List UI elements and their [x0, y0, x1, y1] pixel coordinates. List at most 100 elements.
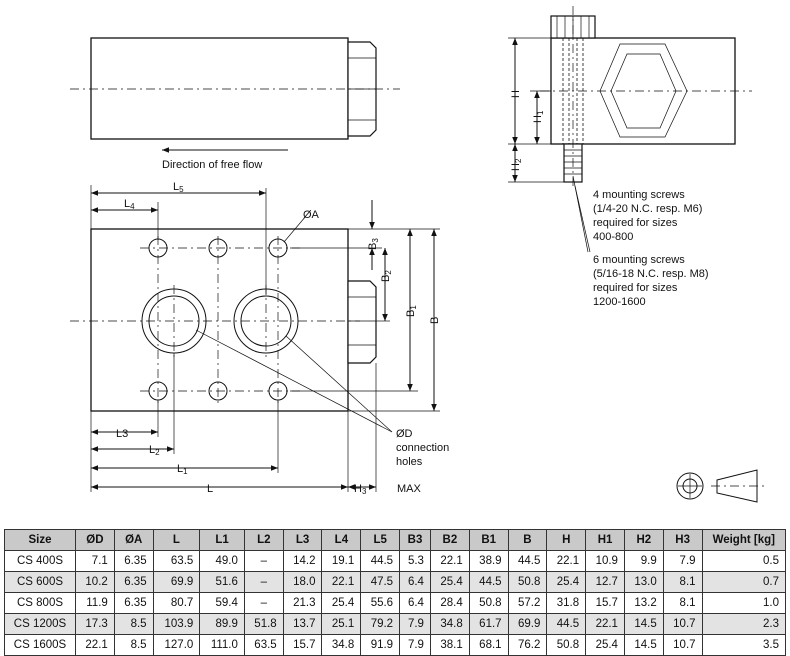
table-cell: 8.5 [113, 613, 154, 635]
table-cell: 44.5 [507, 550, 548, 572]
table-cell: 57.2 [507, 592, 548, 614]
symbol-circle [676, 472, 704, 500]
dim-L5: L5 [173, 181, 184, 194]
table-cell: 51.8 [243, 613, 284, 635]
table-cell: 38.9 [468, 550, 509, 572]
hex-face [599, 43, 688, 138]
table-cell: 18.0 [282, 571, 323, 593]
table-cell: 76.2 [507, 634, 548, 656]
dim-L3: L3 [116, 428, 128, 440]
table-cell: CS 400S [4, 550, 76, 572]
table-cell: 34.8 [321, 634, 362, 656]
dim-B2: B2 [380, 270, 393, 282]
col-header: B3 [399, 529, 431, 551]
table-cell: 17.3 [75, 613, 115, 635]
table-cell: 14.5 [623, 634, 664, 656]
table-cell: 25.1 [321, 613, 362, 635]
table-cell: 63.5 [152, 550, 201, 572]
technical-drawing: Direction of free flow H H1 H2 [70, 6, 766, 503]
col-header: L [152, 529, 201, 551]
table-cell: 28.4 [429, 592, 470, 614]
table-cell: 6.35 [113, 550, 154, 572]
table-cell: 6.4 [399, 592, 431, 614]
table-cell: 103.9 [152, 613, 201, 635]
col-header: H3 [662, 529, 703, 551]
col-header: L1 [199, 529, 245, 551]
table-cell: 44.5 [468, 571, 509, 593]
spec-table: Size ØD ØA L L1 L2 L3 L4 L5 B3 B2 B1 B H… [4, 529, 787, 656]
dim-B3: B3 [367, 238, 380, 250]
col-header: ØD [75, 529, 115, 551]
table-cell: 0.7 [701, 571, 787, 593]
col-header: L2 [243, 529, 284, 551]
table-cell: 6.35 [113, 592, 154, 614]
col-header: B1 [468, 529, 509, 551]
dim-B1: B1 [405, 305, 418, 317]
table-cell: 50.8 [546, 634, 587, 656]
dim-L1: L1 [177, 463, 188, 476]
table-cell: 22.1 [75, 634, 115, 656]
mounting-hole [268, 238, 288, 258]
col-header: H [546, 529, 587, 551]
table-cell: 49.0 [199, 550, 245, 572]
dim-L2: L2 [149, 444, 160, 457]
side-view: H H1 H2 4 mounting screws (1/4-20 N.C. r… [508, 6, 752, 308]
table-cell: 5.3 [399, 550, 431, 572]
table-cell: CS 1200S [4, 613, 76, 635]
table-cell: 79.2 [360, 613, 401, 635]
table-cell: 13.2 [623, 592, 664, 614]
table-cell: 22.1 [546, 550, 587, 572]
col-header: Weight [kg] [701, 529, 787, 551]
table-cell: 69.9 [507, 613, 548, 635]
screws6-note: 6 mounting screws (5/16-18 N.C. resp. M8… [593, 254, 712, 308]
label-phiD: ØD connection holes [396, 428, 452, 468]
table-cell: 68.1 [468, 634, 509, 656]
table-cell: 89.9 [199, 613, 245, 635]
table-cell: 11.9 [75, 592, 115, 614]
table-cell: 50.8 [468, 592, 509, 614]
symbol-cone [716, 469, 758, 503]
table-cell: CS 800S [4, 592, 76, 614]
table-cell: 10.7 [662, 634, 703, 656]
table-cell: 1.0 [701, 592, 787, 614]
label-phiA: ØA [303, 209, 320, 221]
table-cell: 6.35 [113, 571, 154, 593]
table-cell: 13.7 [282, 613, 323, 635]
table-cell: 8.5 [113, 634, 154, 656]
table-cell: 10.2 [75, 571, 115, 593]
table-cell: 14.5 [623, 613, 664, 635]
table-cell: 7.1 [75, 550, 115, 572]
table-cell: 55.6 [360, 592, 401, 614]
col-header: H2 [623, 529, 664, 551]
dim-H: H [510, 90, 522, 98]
col-header: H1 [585, 529, 625, 551]
table-cell: 3.5 [701, 634, 787, 656]
table-cell: 8.1 [662, 571, 703, 593]
table-cell: 8.1 [662, 592, 703, 614]
dim-H2: H2 [510, 158, 523, 171]
table-cell: 7.9 [399, 634, 431, 656]
table-cell: 22.1 [321, 571, 362, 593]
valve-body-front [90, 228, 349, 412]
table-cell: 7.9 [662, 550, 703, 572]
table-cell: 80.7 [152, 592, 201, 614]
table-cell: – [243, 550, 284, 572]
col-header: ØA [113, 529, 154, 551]
table-cell: 0.5 [701, 550, 787, 572]
table-cell: 21.3 [282, 592, 323, 614]
taper-symbol [676, 469, 766, 503]
col-header: Size [4, 529, 76, 551]
table-cell: 38.1 [429, 634, 470, 656]
table-cell: 31.8 [546, 592, 587, 614]
col-header: B [507, 529, 548, 551]
table-cell: 14.2 [282, 550, 323, 572]
table-cell: 34.8 [429, 613, 470, 635]
table-cell: 47.5 [360, 571, 401, 593]
table-cell: CS 1600S [4, 634, 76, 656]
top-view: Direction of free flow [70, 37, 400, 171]
table-cell: 25.4 [321, 592, 362, 614]
dim-H1: H1 [532, 110, 545, 123]
